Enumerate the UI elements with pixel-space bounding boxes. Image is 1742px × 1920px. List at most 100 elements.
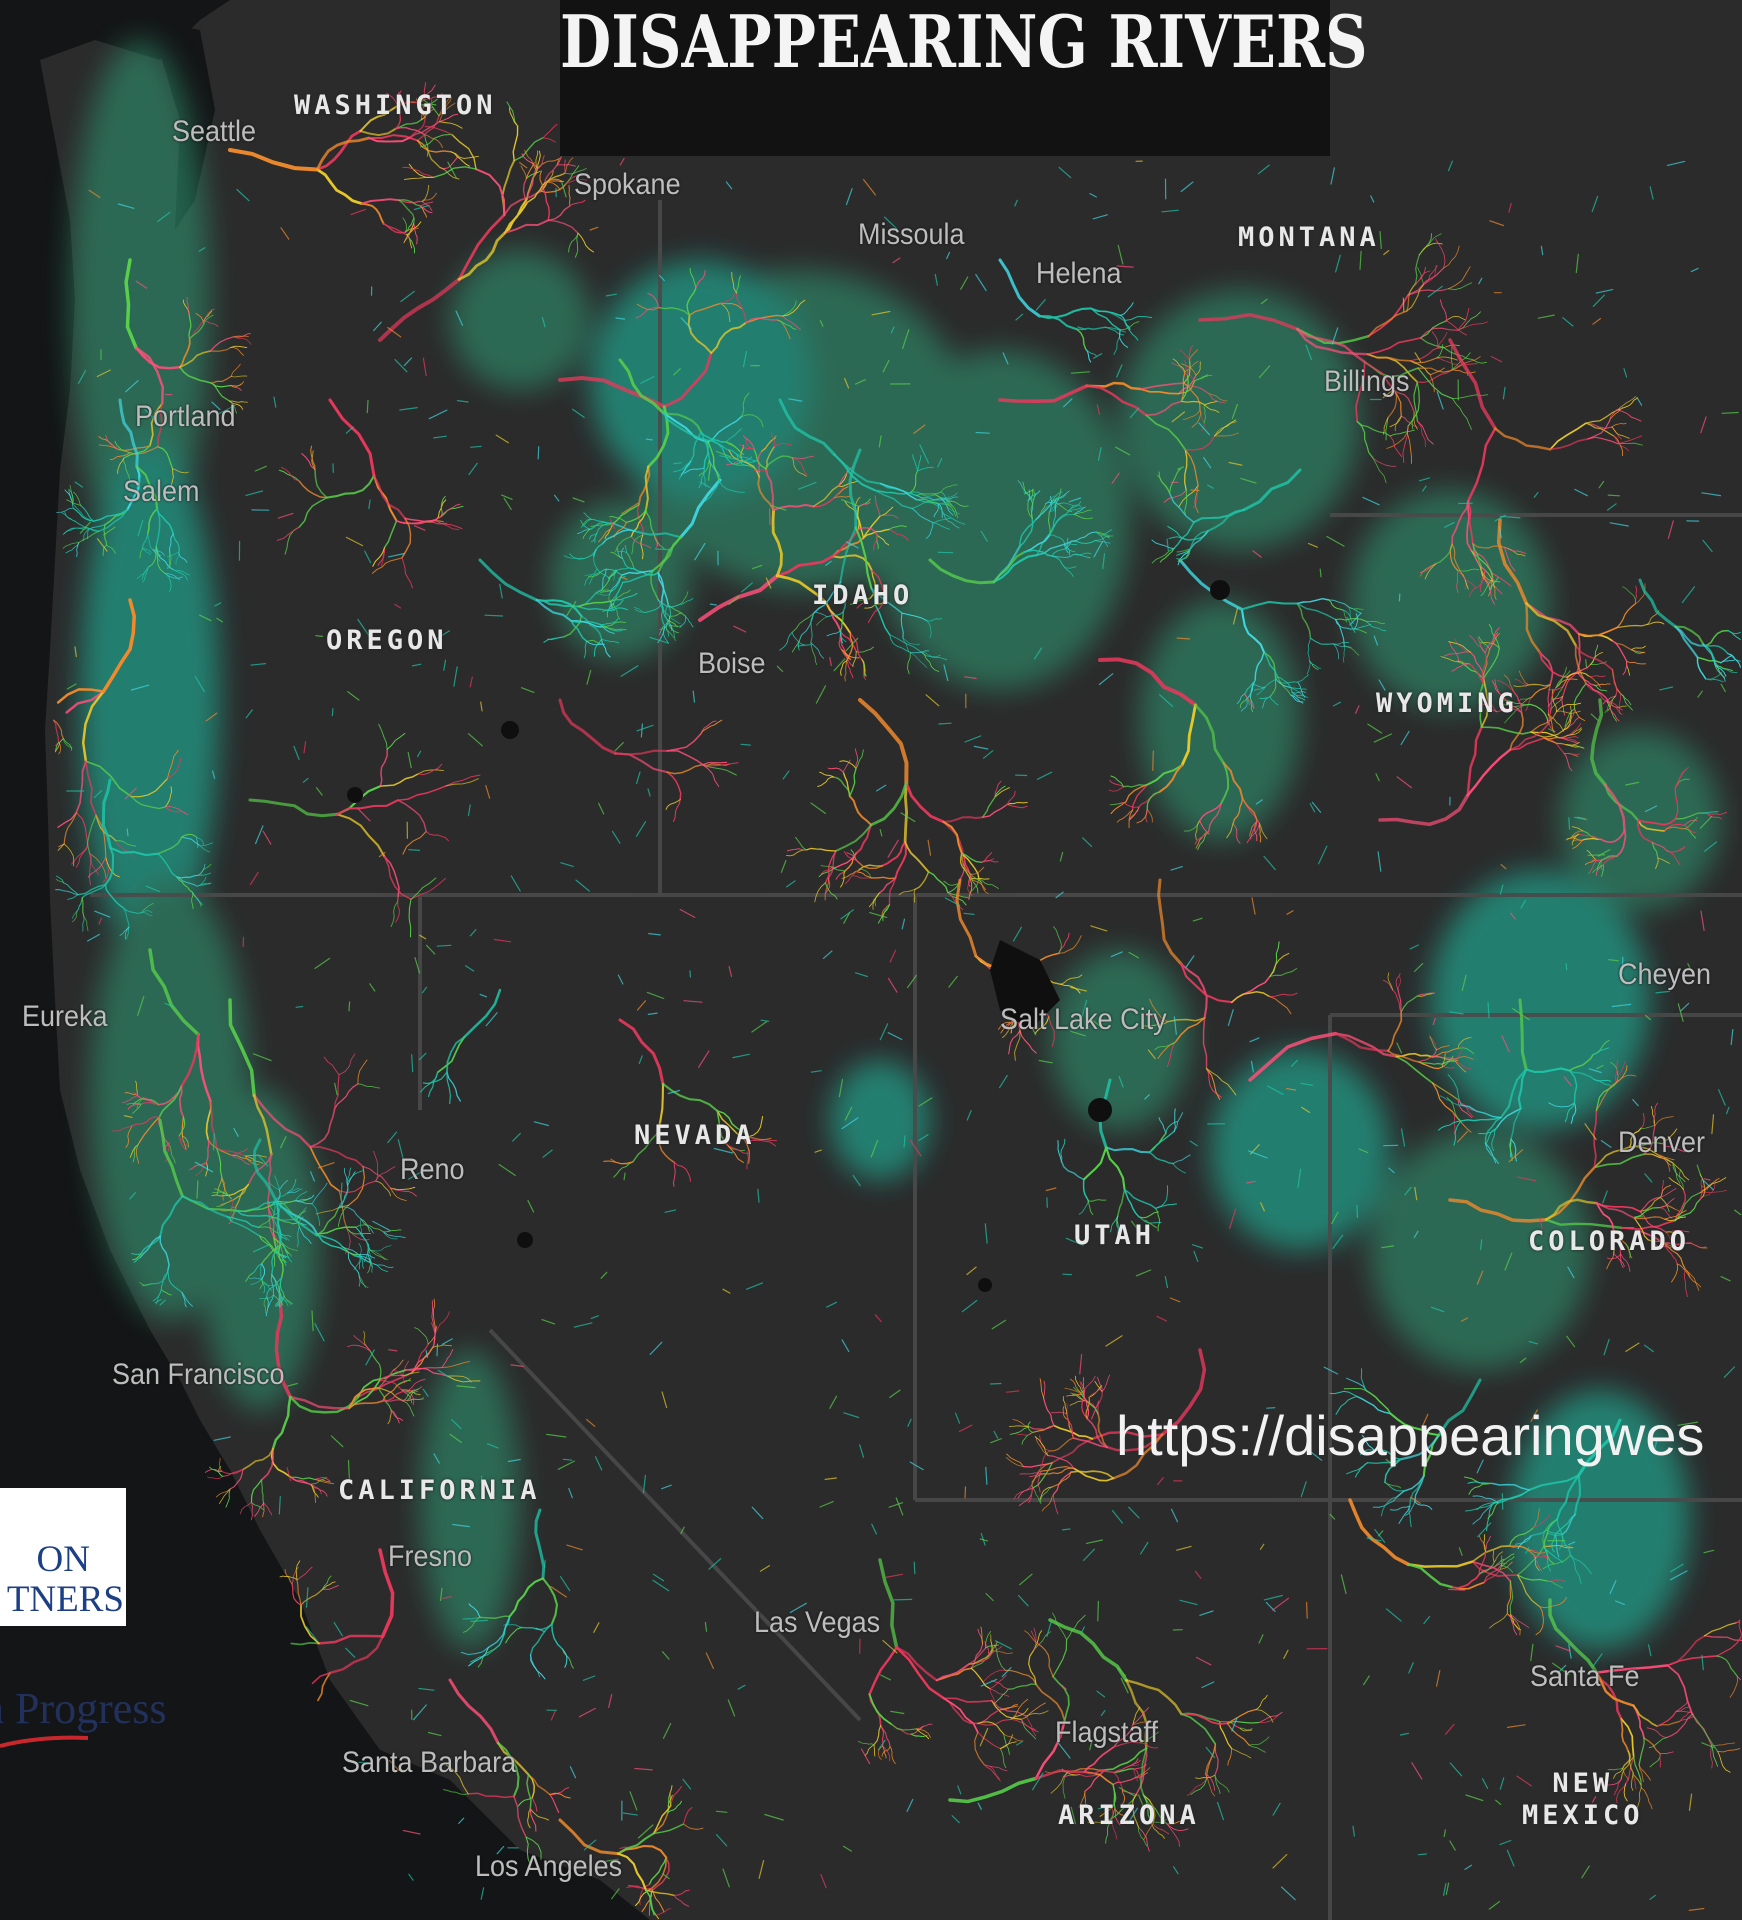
tributary-segment: [907, 974, 917, 989]
river-segment: [129, 446, 159, 455]
tributary-segment: [1476, 1270, 1484, 1285]
tributary-segment: [1697, 690, 1703, 698]
river-segment: [321, 1581, 336, 1590]
river-segment: [601, 569, 617, 590]
river-segment: [416, 139, 441, 169]
river-segment: [577, 528, 592, 535]
tributary-segment: [879, 1023, 889, 1041]
tributary-segment: [758, 1860, 765, 1879]
river-segment: [961, 852, 971, 875]
tributary-segment: [1173, 1016, 1177, 1035]
river-segment: [1436, 344, 1444, 359]
river-segment: [854, 748, 859, 770]
tributary-segment: [980, 530, 988, 542]
tributary-segment: [621, 502, 639, 515]
river-segment: [290, 1476, 316, 1480]
river-segment: [1513, 684, 1530, 687]
river-segment: [1241, 698, 1248, 712]
tributary-segment: [1032, 1772, 1044, 1791]
tributary-segment: [985, 1592, 994, 1602]
river-segment: [1611, 1229, 1615, 1255]
river-segment: [1053, 509, 1070, 527]
river-segment: [1532, 1508, 1540, 1529]
river-segment: [235, 1205, 271, 1213]
river-segment: [1611, 426, 1630, 439]
river-segment: [76, 897, 83, 912]
river-segment: [878, 1558, 899, 1650]
river-segment: [1167, 1017, 1206, 1023]
river-segment: [1547, 684, 1551, 715]
river-segment: [1258, 822, 1268, 840]
river-segment: [89, 853, 107, 879]
river-segment: [857, 527, 878, 537]
river-segment: [1429, 1035, 1437, 1051]
tributary-segment: [1587, 854, 1606, 856]
tributary-segment: [273, 396, 277, 408]
river-segment: [1618, 693, 1622, 715]
river-segment: [136, 1098, 144, 1109]
river-segment: [1471, 1560, 1519, 1577]
river-segment: [1585, 422, 1613, 430]
river-segment: [270, 1447, 292, 1479]
river-segment: [970, 1650, 994, 1669]
river-segment: [378, 723, 388, 750]
tributary-segment: [470, 445, 482, 448]
river-segment: [841, 870, 859, 880]
river-segment: [1483, 1534, 1486, 1552]
river-segment: [882, 1745, 891, 1762]
river-segment: [126, 465, 141, 511]
river-segment: [416, 115, 440, 142]
river-segment: [1236, 693, 1245, 704]
tributary-segment: [1259, 1543, 1265, 1550]
tributary-segment: [961, 1299, 978, 1313]
river-segment: [260, 1479, 265, 1504]
river-segment: [1008, 1425, 1030, 1428]
river-segment: [1062, 1770, 1069, 1799]
river-segment: [1023, 491, 1034, 501]
tributary-segment: [1477, 1522, 1492, 1538]
river-segment: [102, 544, 107, 556]
river-segment: [1095, 531, 1109, 547]
river-segment: [1479, 701, 1498, 713]
river-segment: [1105, 1433, 1164, 1452]
river-segment: [1131, 783, 1149, 811]
river-segment: [1578, 626, 1618, 637]
river-segment: [1214, 1774, 1221, 1795]
river-segment: [1653, 1102, 1658, 1127]
river-segment: [792, 457, 808, 476]
tributary-segment: [373, 321, 382, 332]
tributary-segment: [1079, 1353, 1083, 1375]
river-segment: [1231, 1748, 1252, 1759]
river-segment: [998, 258, 1042, 318]
river-segment: [1588, 675, 1606, 678]
river-segment: [858, 868, 872, 879]
tributary-segment: [705, 1652, 714, 1669]
river-segment: [467, 1792, 515, 1799]
river-segment: [1528, 683, 1551, 687]
river-segment: [220, 1199, 234, 1206]
river-segment: [1180, 370, 1186, 402]
tributary-segment: [957, 1785, 962, 1795]
river-segment: [389, 1187, 407, 1202]
river-segment: [1674, 1198, 1702, 1222]
river-segment: [1544, 1547, 1552, 1572]
river-segment: [1033, 1627, 1037, 1651]
tributary-segment: [1300, 1481, 1307, 1498]
tributary-segment: [843, 912, 851, 924]
river-segment: [1666, 1664, 1694, 1716]
river-segment: [1023, 534, 1051, 553]
tributary-segment: [1205, 1746, 1216, 1759]
river-segment: [1517, 1546, 1545, 1576]
river-segment: [1269, 941, 1280, 977]
river-segment: [212, 1191, 230, 1196]
tributary-segment: [888, 1502, 904, 1508]
tributary-segment: [1481, 1778, 1489, 1789]
river-segment: [1664, 1216, 1687, 1222]
river-segment: [909, 652, 928, 668]
river-segment: [405, 1366, 443, 1372]
river-segment: [703, 439, 709, 469]
river-segment: [701, 763, 731, 766]
river-segment: [359, 105, 399, 133]
river-segment: [1566, 672, 1590, 678]
tributary-segment: [333, 1622, 343, 1637]
